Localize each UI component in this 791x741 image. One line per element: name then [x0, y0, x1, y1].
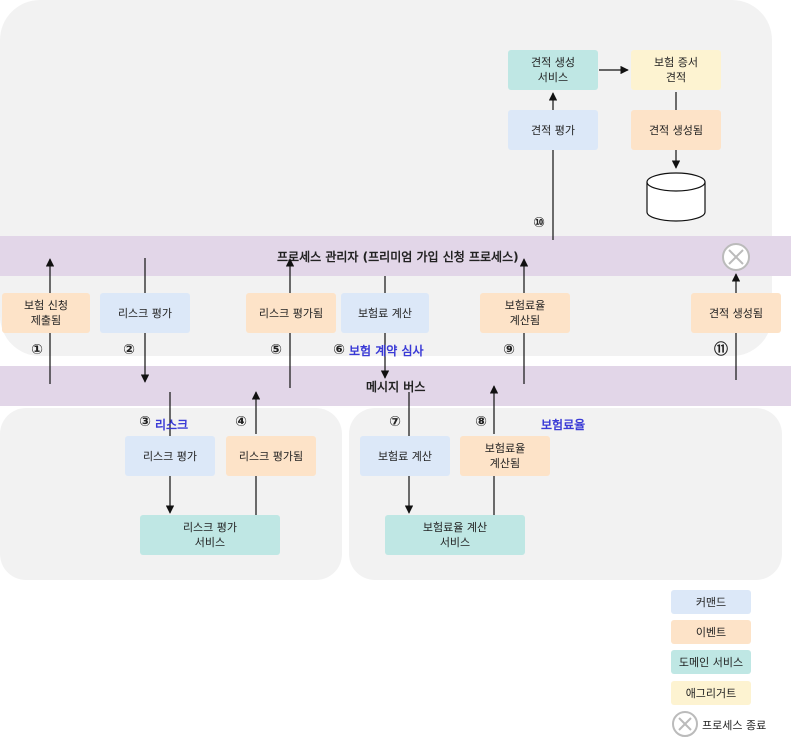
- rate-calculated-event-bottom: 보험료율 계산됨: [460, 436, 550, 476]
- risk-assess-command-top: 리스크 평가: [100, 293, 190, 333]
- application-submitted-event: 보험 신청 제출됨: [2, 293, 90, 333]
- process-end-icon: [722, 243, 750, 271]
- premium-calc-command-top: 보험료 계산: [341, 293, 429, 333]
- rate-calculation-service: 보험료율 계산 서비스: [385, 515, 525, 555]
- database-icon: [646, 172, 706, 222]
- step-7: ⑦: [389, 414, 401, 430]
- legend-domain-service: 도메인 서비스: [671, 650, 751, 674]
- risk-assess-command-bottom: 리스크 평가: [125, 436, 215, 476]
- rate-calculated-event-top: 보험료율 계산됨: [480, 293, 570, 333]
- risk-assessed-event-top: 리스크 평가됨: [246, 293, 336, 333]
- process-manager-title: 프로세스 관리자 (프리미엄 가입 신청 프로세스): [277, 250, 519, 264]
- policy-quote-aggregate: 보험 증서 견적: [631, 50, 721, 90]
- risk-assessed-event-bottom: 리스크 평가됨: [226, 436, 316, 476]
- legend-aggregate: 애그리거트: [671, 681, 751, 705]
- context-underwriting: 보험 계약 심사: [349, 344, 424, 358]
- step-2: ②: [123, 342, 135, 358]
- message-bus-band: [0, 366, 791, 406]
- quote-created-event-top: 견적 생성됨: [631, 110, 721, 150]
- step-10: ⑩: [533, 215, 545, 231]
- step-1: ①: [31, 342, 43, 358]
- context-risk: 리스크: [155, 418, 189, 432]
- step-8: ⑧: [475, 414, 487, 430]
- step-5: ⑤: [270, 342, 282, 358]
- message-bus-title: 메시지 버스: [366, 380, 426, 394]
- step-9: ⑨: [503, 342, 515, 358]
- process-manager-band: [0, 236, 791, 276]
- step-11: ⑪: [714, 342, 728, 358]
- legend-process-end: 프로세스 종료: [702, 719, 767, 732]
- quote-eval-command: 견적 평가: [508, 110, 598, 150]
- step-3: ③: [139, 414, 151, 430]
- legend-command: 커맨드: [671, 590, 751, 614]
- quote-service: 견적 생성 서비스: [508, 50, 598, 90]
- premium-calc-command-bottom: 보험료 계산: [360, 436, 450, 476]
- risk-assessment-service: 리스크 평가 서비스: [140, 515, 280, 555]
- context-rate: 보험료율: [541, 418, 586, 432]
- step-4: ④: [235, 414, 247, 430]
- step-6: ⑥: [333, 342, 345, 358]
- legend-event: 이벤트: [671, 620, 751, 644]
- quote-created-event-right: 견적 생성됨: [691, 293, 781, 333]
